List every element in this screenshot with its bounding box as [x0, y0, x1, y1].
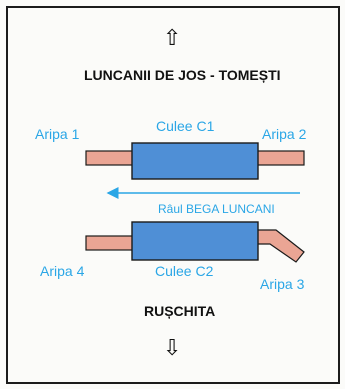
- wing-2-label: Aripa 2: [262, 126, 307, 142]
- abutment-c1-label: Culee C1: [156, 118, 215, 134]
- abutment-c2-label: Culee C2: [155, 263, 214, 279]
- north-arrow-icon: ⇧: [163, 26, 182, 51]
- wing-3-shape: [255, 229, 305, 263]
- river-label: Râul BEGA LUNCANI: [158, 202, 275, 216]
- wing-2-shape: [255, 150, 305, 166]
- wing-1-label: Aripa 1: [35, 126, 80, 142]
- south-location-label: RUȘCHITA: [144, 303, 216, 319]
- wing-4-shape: [85, 235, 135, 251]
- north-location-label: LUNCANII DE JOS - TOMEȘTI: [84, 67, 281, 83]
- south-arrow-icon: ⇩: [163, 336, 182, 361]
- wing-1-shape: [85, 150, 135, 166]
- wing-4-label: Aripa 4: [40, 263, 85, 279]
- diagram-border: [6, 6, 340, 384]
- wing-3-label: Aripa 3: [260, 276, 305, 292]
- abutment-c2-shape: [131, 221, 259, 261]
- abutment-c1-shape: [131, 142, 259, 180]
